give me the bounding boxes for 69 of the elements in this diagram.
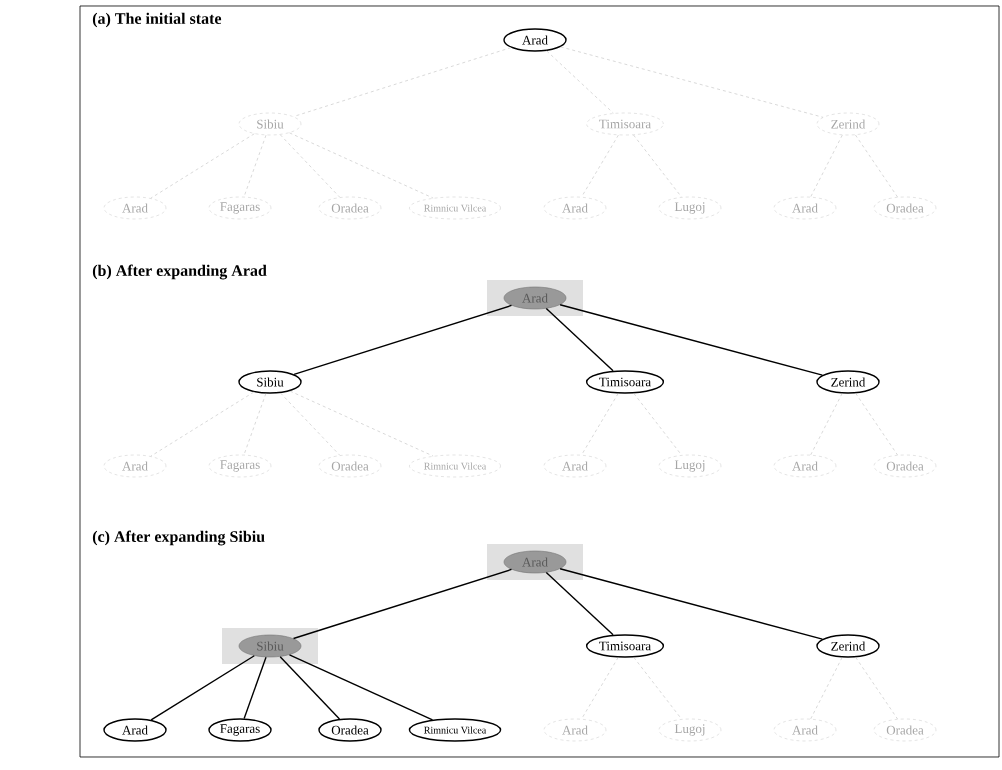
tree-edge [243,656,267,720]
faded-node: Arad [773,718,837,742]
tree-edge [293,304,513,376]
faded-node: Arad [103,454,167,478]
faded-node: Oradea [318,196,382,220]
tree-edge [633,393,682,456]
faded-node: Timisoara [586,112,664,136]
faded-node: Arad [103,196,167,220]
tree-node: Arad [103,718,167,742]
tree-node: Zerind [816,370,880,394]
faded-node: Arad [543,196,607,220]
faded-node: Zerind [816,112,880,136]
faded-node: Lugoj [658,718,722,742]
tree-edge [243,393,267,456]
expanded-node: Arad [487,544,583,580]
tree-edge [546,50,614,114]
panel-title: (a) The initial state [92,12,222,28]
faded-node: Arad [773,196,837,220]
tree-edge [810,657,843,720]
tree-edge [633,134,682,198]
tree-edge [150,655,255,721]
tree-node: Zerind [816,634,880,658]
tree-edge [559,568,824,640]
tree-edge [150,391,255,457]
tree-edge [545,307,614,372]
tree-edge [855,393,898,456]
expanded-node: Sibiu [222,628,318,664]
panel-title: (b) After expanding Arad [92,264,267,280]
faded-node: Oradea [873,454,937,478]
tree-edge [289,390,434,457]
tree-node: Rimnicu Vilcea [408,718,502,742]
faded-node: Oradea [873,196,937,220]
faded-node: Rimnicu Vilcea [409,454,501,478]
tree-edge [855,134,898,198]
tree-node: Timisoara [585,634,665,658]
tree-edge [810,393,843,456]
faded-node: Lugoj [658,196,722,220]
tree-edge [150,133,255,199]
faded-node: Oradea [318,454,382,478]
tree-edge [560,46,824,118]
tree-node: Fagaras [208,718,272,742]
tree-edge [280,392,341,456]
tree-node: Sibiu [238,370,302,394]
tree-node: Oradea [318,718,382,742]
tree-edge [279,655,341,720]
tree-edge [559,304,824,376]
faded-node: Arad [773,454,837,478]
tree-edge [289,132,434,199]
tree-node: Arad [503,28,567,52]
faded-node: Arad [543,454,607,478]
tree-node: Timisoara [585,370,665,394]
tree-edge [292,568,513,640]
tree-edge [581,657,619,720]
faded-node: Arad [543,718,607,742]
faded-node: Oradea [873,718,937,742]
tree-edge [633,657,682,720]
tree-edge [279,134,341,198]
faded-node: Sibiu [238,112,302,136]
faded-node: Fagaras [208,454,272,478]
panel-title: (c) After expanding Sibiu [92,530,265,546]
tree-edge [855,657,898,720]
tree-edge [288,654,434,721]
faded-node: Rimnicu Vilcea [409,196,501,220]
tree-edge [581,393,619,456]
faded-node: Lugoj [658,454,722,478]
tree-edge [810,134,843,198]
faded-node: Fagaras [208,196,272,220]
expanded-node: Arad [487,280,583,316]
tree-edge [545,571,614,636]
